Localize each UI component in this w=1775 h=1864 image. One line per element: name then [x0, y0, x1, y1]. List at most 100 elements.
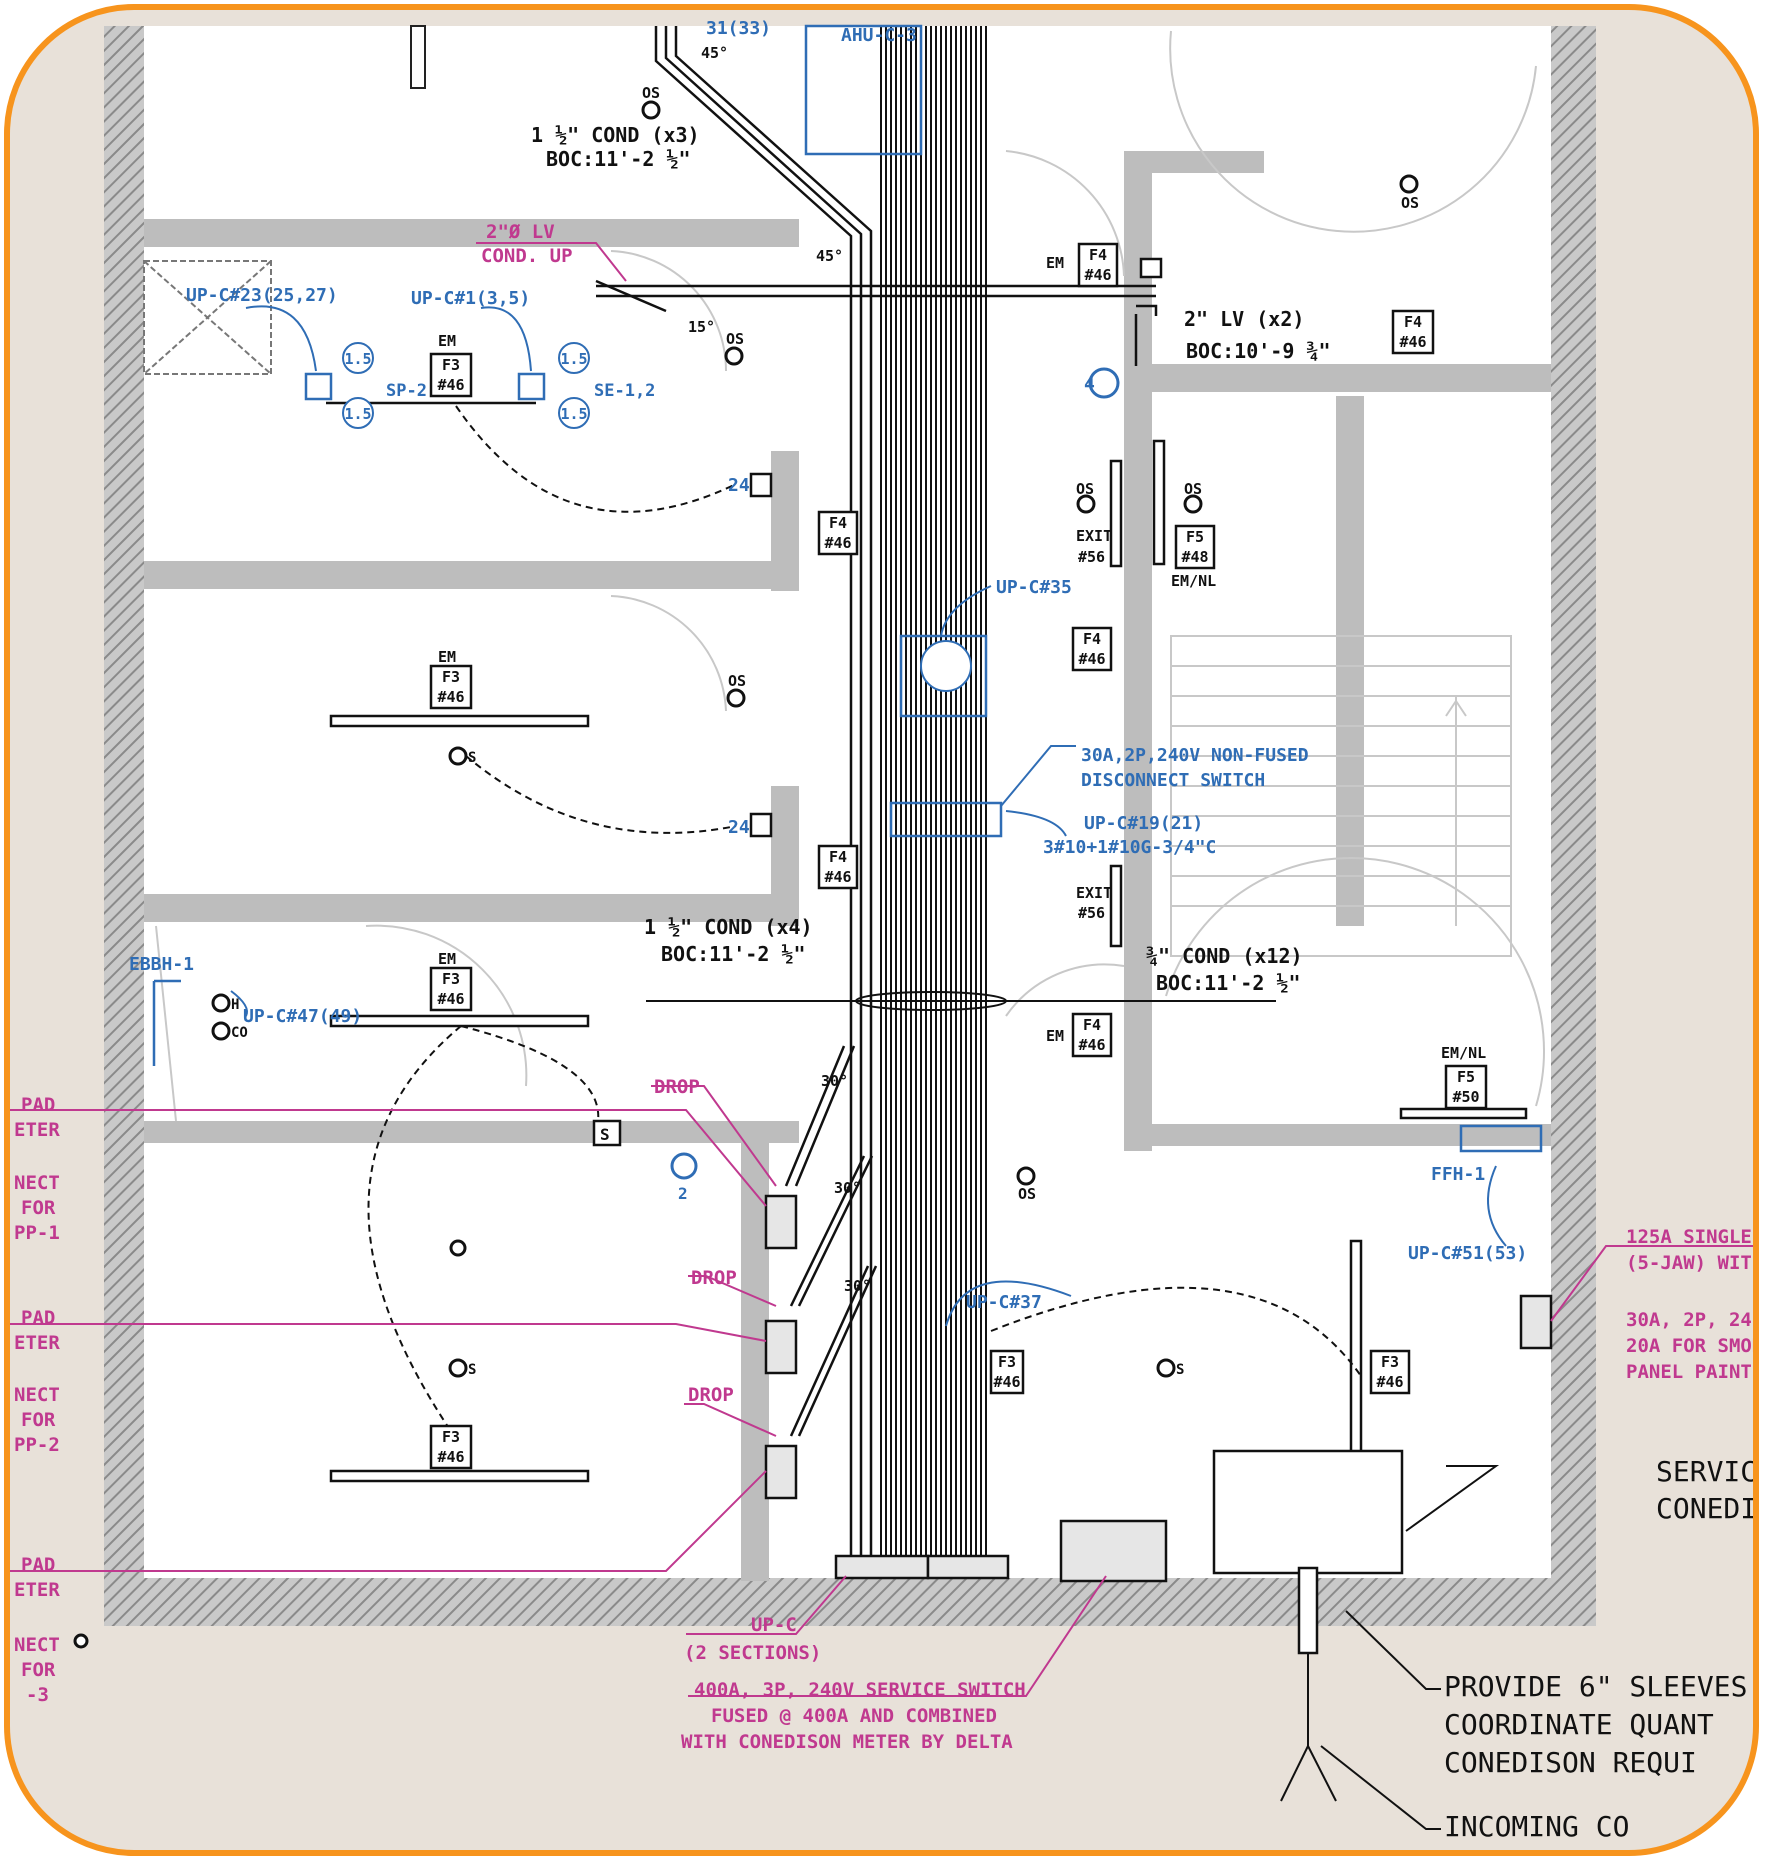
label-sm-2: 20A FOR SMOK [1626, 1335, 1759, 1357]
label-os-1: OS [642, 84, 660, 102]
label-pp1: PP-1 [14, 1222, 60, 1244]
label-n24-b: 24 [728, 817, 750, 838]
label-service-1: SERVICE [1656, 1455, 1759, 1488]
label-cond-x4: 1 ½" COND (x4) [644, 915, 813, 939]
label-eter-1: ETER [14, 1119, 60, 1141]
label-lv-up-2: COND. UP [481, 245, 573, 267]
label-em-3: EM [438, 950, 456, 968]
incoming-service [1280, 1465, 1500, 1830]
label-h: H [231, 997, 239, 1013]
door-swings [155, 30, 1545, 1122]
blue-leaders [230, 305, 1507, 1327]
label-sw-1: 400A, 3P, 240V SERVICE SWITCH [694, 1679, 1026, 1701]
tag-f4-e: F4 [829, 848, 847, 866]
magenta-labels: 2"Ø LV COND. UP PAD ETER NECT FOR PP-1 P… [14, 221, 1759, 1753]
label-single-1: 125A SINGLE P [1626, 1226, 1759, 1248]
label-exit-1: EXIT [1076, 527, 1112, 545]
label-n4: 4 [1084, 374, 1095, 395]
label-os-6: OS [728, 672, 746, 690]
label-drop-1: DROP [654, 1076, 700, 1098]
exterior-wall-left [104, 26, 144, 1626]
occupancy-sensors [73, 100, 1419, 1649]
label-upc-sec-2: (2 SECTIONS) [684, 1642, 821, 1664]
label-os-7: OS [1018, 1185, 1036, 1203]
label-incoming: INCOMING CO [1444, 1810, 1629, 1843]
blue-labels: AHU-C-3 31(33) UP-C#23(25,27) UP-C#1(3,5… [129, 18, 1527, 1313]
label-upc-1: UP-C#1(3,5) [411, 288, 530, 309]
label-cond-x12: ¾" COND (x12) [1146, 944, 1303, 968]
tag-46-i: #46 [824, 868, 851, 886]
label-boc-x4: BOC:11'-2 ½" [661, 942, 806, 966]
label-ebbh: EBBH-1 [129, 954, 194, 975]
label-sleeve-2: COORDINATE QUANT [1444, 1708, 1714, 1741]
label-ffh: FFH-1 [1431, 1164, 1485, 1185]
label-tag15-c: 1.5 [560, 350, 587, 368]
label-deg-30c: 30° [844, 1277, 871, 1295]
label-p3: -3 [26, 1684, 49, 1706]
interior-walls [144, 25, 1551, 1581]
fixture-tag-boxes [429, 242, 1488, 1470]
exterior-wall-right [1551, 26, 1596, 1626]
plan-frame: 1 ½" COND (x3) BOC:11'-2 ½" OS OS OS OS … [4, 4, 1759, 1856]
label-sw-2: FUSED @ 400A AND COMBINED [711, 1705, 997, 1727]
tag-f4-d: F4 [829, 514, 847, 532]
label-s-2: S [468, 1362, 476, 1378]
label-os-5: OS [1184, 480, 1202, 498]
tag-46-l: #46 [993, 1373, 1020, 1391]
angled-conduits [595, 26, 1158, 1576]
label-two: 2 [678, 1184, 688, 1203]
label-upc-37: UP-C#37 [966, 1292, 1042, 1313]
label-emnl-1: EM/NL [1171, 572, 1216, 590]
label-disc-2: DISCONNECT SWITCH [1081, 770, 1265, 791]
label-upc-19: UP-C#19(21) [1084, 813, 1203, 834]
label-deg-15: 15° [688, 318, 715, 336]
label-n24-a: 24 [728, 475, 750, 496]
label-co: CO [231, 1025, 248, 1041]
label-eter-3: ETER [14, 1579, 60, 1601]
label-pad-1: PAD [21, 1094, 55, 1116]
tag-f5-a: F5 [1186, 528, 1204, 546]
circled-tags [342, 342, 972, 692]
label-nect-1: NECT [14, 1172, 60, 1194]
label-em-4: EM [1046, 254, 1064, 272]
tag-f3-d: F3 [442, 1428, 460, 1446]
mechanical-equipment [152, 24, 1543, 1153]
tag-46-g: #46 [1078, 650, 1105, 668]
label-tag15-a: 1.5 [344, 350, 371, 368]
label-boc-top: BOC:11'-2 ½" [546, 147, 691, 171]
label-sw-3: WITH CONEDISON METER BY DELTA [681, 1731, 1013, 1753]
label-eter-2: ETER [14, 1332, 60, 1354]
label-boc-lv: BOC:10'-9 ¾" [1186, 339, 1331, 363]
label-lv-up-1: 2"Ø LV [486, 221, 555, 243]
label-tag15-b: 1.5 [344, 405, 371, 423]
label-os-2: OS [1401, 194, 1419, 212]
tag-46-h: #46 [824, 534, 851, 552]
label-nect-3: NECT [14, 1634, 60, 1656]
label-upc-sec-1: UP-C [751, 1614, 797, 1636]
fixture-tag-text: F3 #46 F3 #46 F3 #46 F3 #46 F4 #46 F4 #4… [437, 246, 1479, 1466]
tag-50: #50 [1452, 1088, 1479, 1106]
tag-46-f: #46 [1399, 333, 1426, 351]
skylight [143, 260, 272, 375]
label-sleeve-3: CONEDISON REQUI [1444, 1746, 1697, 1779]
label-ahu: AHU-C-3 [841, 25, 917, 46]
electrical-floor-plan: 1 ½" COND (x3) BOC:11'-2 ½" OS OS OS OS … [10, 18, 1759, 1843]
tag-f4-c: F4 [1083, 630, 1101, 648]
light-fixtures [329, 257, 1553, 1655]
label-for-1: FOR [21, 1197, 56, 1219]
tag-48: #48 [1181, 548, 1208, 566]
tag-f3-a: F3 [442, 356, 460, 374]
label-single-2: (5-JAW) WITH C [1626, 1252, 1759, 1274]
tag-46-a: #46 [437, 376, 464, 394]
label-pp2: PP-2 [14, 1434, 60, 1456]
tag-f4-b: F4 [1404, 313, 1422, 331]
tag-f5-b: F5 [1457, 1068, 1475, 1086]
label-em-2: EM [438, 648, 456, 666]
tag-f3-e: F3 [1381, 1353, 1399, 1371]
label-upc-35: UP-C#35 [996, 577, 1072, 598]
tag-f3-f: F3 [998, 1353, 1016, 1371]
label-for-3: FOR [21, 1659, 56, 1681]
label-deg-30b: 30° [834, 1179, 861, 1197]
label-sleeve-1: PROVIDE 6" SLEEVES [1444, 1670, 1747, 1703]
